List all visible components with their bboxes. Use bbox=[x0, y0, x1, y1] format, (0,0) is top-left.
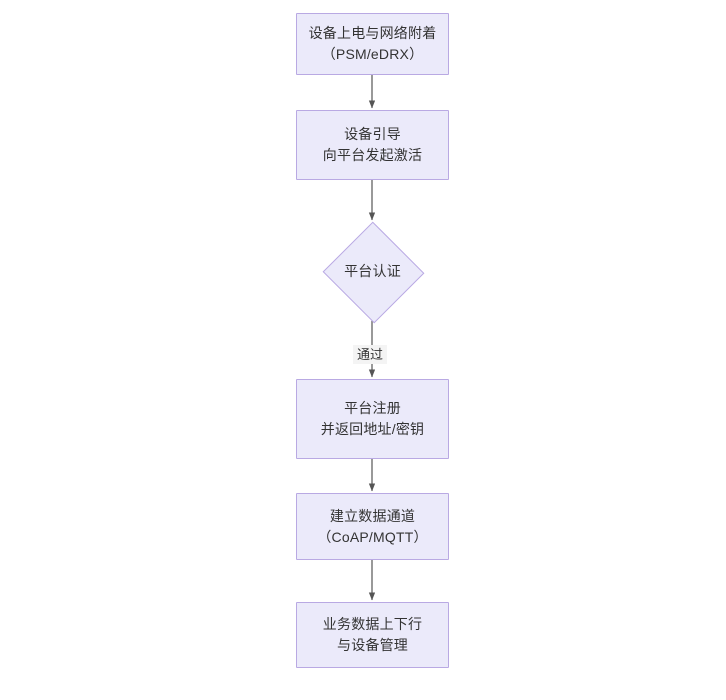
node-platform-auth-label: 平台认证 bbox=[344, 262, 401, 279]
node-power-on[interactable]: 设备上电与网络附着 （PSM/eDRX） bbox=[296, 13, 449, 75]
node-service-data-line-2: 与设备管理 bbox=[337, 637, 408, 653]
node-platform-auth[interactable]: 平台认证 bbox=[322, 221, 425, 323]
node-power-on-line-1: 设备上电与网络附着 bbox=[308, 25, 437, 41]
node-platform-register-line-1: 平台注册 bbox=[344, 400, 401, 416]
node-data-channel[interactable]: 建立数据通道 （CoAP/MQTT） bbox=[296, 493, 449, 560]
node-bootstrap-line-2: 向平台发起激活 bbox=[322, 147, 423, 163]
node-power-on-line-2: （PSM/eDRX） bbox=[321, 46, 424, 62]
node-bootstrap-line-1: 设备引导 bbox=[344, 126, 401, 142]
edge-label-pass: 通过 bbox=[353, 345, 388, 364]
node-bootstrap[interactable]: 设备引导 向平台发起激活 bbox=[296, 110, 449, 180]
node-data-channel-line-2: （CoAP/MQTT） bbox=[317, 528, 428, 545]
node-platform-register-line-2: 并返回地址/密钥 bbox=[320, 421, 425, 437]
node-service-data-line-1: 业务数据上下行 bbox=[322, 616, 423, 632]
node-data-channel-line-1: 建立数据通道 bbox=[329, 507, 416, 524]
node-platform-register[interactable]: 平台注册 并返回地址/密钥 bbox=[296, 379, 449, 459]
node-service-data[interactable]: 业务数据上下行 与设备管理 bbox=[296, 602, 449, 668]
